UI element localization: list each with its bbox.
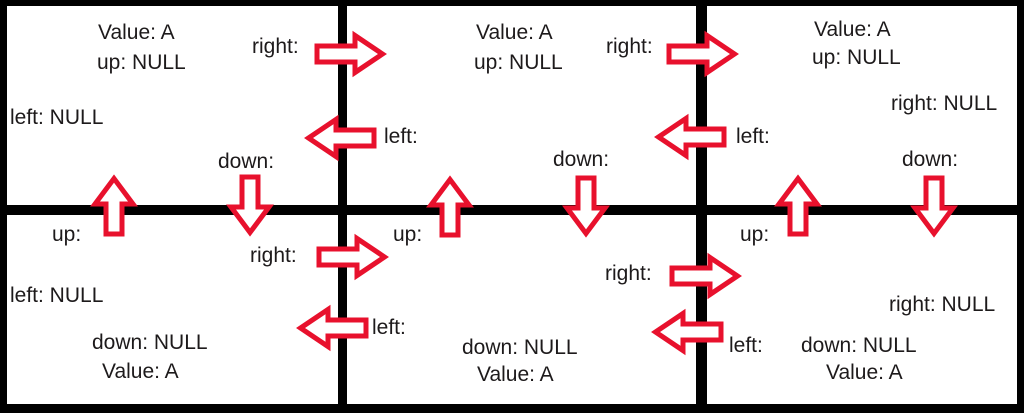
outer-border-top xyxy=(0,0,1024,6)
bottom-middle-down-null-label: down: NULL xyxy=(462,336,578,359)
top-middle-down-pointer-label: down: xyxy=(553,148,610,171)
bottom-middle-up-pointer-label: up: xyxy=(393,223,423,246)
top-left-right-pointer-label: right: xyxy=(252,35,299,58)
down-arrow-icon xyxy=(910,175,958,238)
bottom-left-down-null-label: down: NULL xyxy=(92,331,208,354)
left-arrow-icon xyxy=(304,114,377,162)
left-arrow-icon xyxy=(651,308,724,356)
column-divider-1 xyxy=(338,0,347,413)
right-arrow-icon xyxy=(669,252,742,300)
top-middle-value-label: Value: A xyxy=(476,21,553,44)
column-divider-2 xyxy=(696,0,707,413)
right-arrow-icon xyxy=(316,233,389,281)
top-middle-left-pointer-label: left: xyxy=(384,125,418,148)
bottom-right-down-null-label: down: NULL xyxy=(801,334,917,357)
top-middle-up-null-label: up: NULL xyxy=(474,51,563,74)
row-divider xyxy=(0,205,1024,215)
bottom-right-right-null-label: right: NULL xyxy=(889,293,996,316)
top-right-left-pointer-label: left: xyxy=(736,125,770,148)
top-left-left-null-label: left: NULL xyxy=(10,106,104,129)
bottom-right-up-pointer-label: up: xyxy=(740,223,770,246)
outer-border-bottom xyxy=(0,404,1024,413)
bottom-left-left-null-label: left: NULL xyxy=(10,284,104,307)
bottom-right-value-label: Value: A xyxy=(826,361,903,384)
top-left-down-pointer-label: down: xyxy=(218,150,275,173)
top-right-value-label: Value: A xyxy=(814,18,891,41)
top-right-down-pointer-label: down: xyxy=(902,148,959,171)
left-arrow-icon xyxy=(654,113,727,161)
up-arrow-icon xyxy=(90,174,138,237)
top-right-right-null-label: right: NULL xyxy=(891,92,998,115)
down-arrow-icon xyxy=(226,174,274,237)
bottom-middle-left-pointer-label: left: xyxy=(372,316,406,339)
right-arrow-icon xyxy=(314,30,387,78)
bottom-right-left-pointer-label: left: xyxy=(729,334,763,357)
bottom-left-value-label: Value: A xyxy=(102,360,179,383)
bottom-middle-right-pointer-label: right: xyxy=(605,262,652,285)
top-left-up-null-label: up: NULL xyxy=(97,51,186,74)
bottom-middle-value-label: Value: A xyxy=(477,363,554,386)
top-left-value-label: Value: A xyxy=(98,21,175,44)
left-arrow-icon xyxy=(296,304,369,352)
top-middle-right-pointer-label: right: xyxy=(606,35,653,58)
bottom-left-right-pointer-label: right: xyxy=(250,244,297,267)
up-arrow-icon xyxy=(426,175,474,238)
up-arrow-icon xyxy=(774,174,822,237)
top-right-up-null-label: up: NULL xyxy=(812,46,901,69)
bottom-left-up-pointer-label: up: xyxy=(52,223,82,246)
down-arrow-icon xyxy=(562,175,610,238)
right-arrow-icon xyxy=(666,30,739,78)
